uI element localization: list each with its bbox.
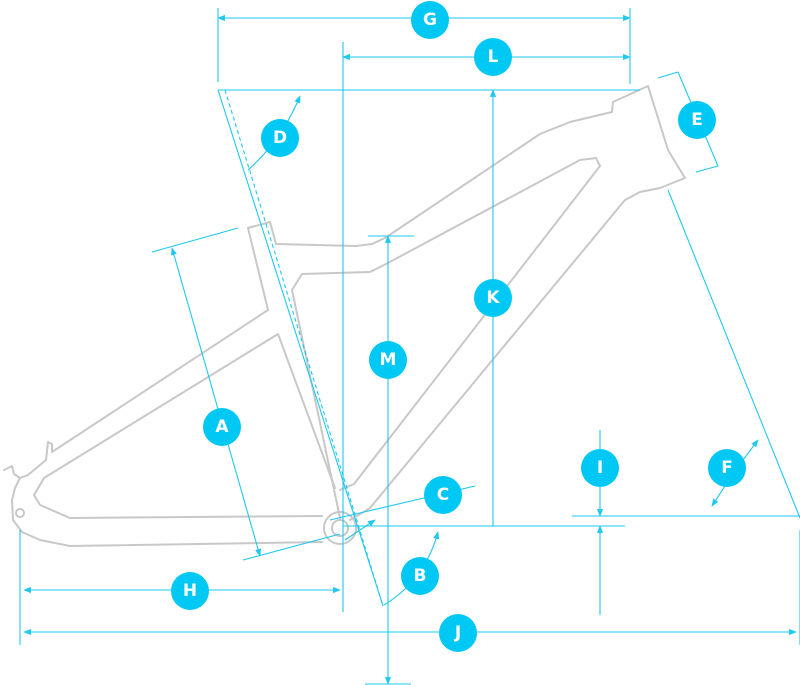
main-frame-outline — [247, 85, 686, 521]
dimension-badges: G L D E K M A I F C B H — [171, 1, 746, 652]
bike-frame — [3, 85, 686, 547]
svg-text:J: J — [454, 623, 461, 643]
dim-arc-C — [344, 519, 376, 541]
badge-M: M — [369, 341, 407, 379]
svg-text:A: A — [215, 417, 229, 437]
seatstay-outline — [19, 309, 336, 496]
svg-text:I: I — [597, 458, 603, 478]
ref-line-E-top — [657, 71, 679, 79]
svg-text:M: M — [380, 350, 397, 370]
badge-A: A — [203, 408, 241, 446]
dim-line-D-axis — [217, 89, 384, 607]
dropout-axle — [15, 508, 25, 518]
badge-J: J — [439, 614, 477, 652]
ref-line-E-bottom — [695, 165, 719, 173]
bottom-bracket-inner — [331, 519, 349, 537]
badge-C: C — [424, 476, 462, 514]
chainstay-outline — [3, 465, 323, 547]
badge-D: D — [261, 119, 299, 157]
badge-I: I — [581, 449, 619, 487]
svg-text:C: C — [437, 485, 449, 505]
dim-line-F-axis — [667, 189, 800, 519]
badge-G: G — [411, 1, 449, 39]
badge-B: B — [401, 557, 439, 595]
svg-text:B: B — [414, 566, 427, 586]
badge-F: F — [708, 449, 746, 487]
svg-text:L: L — [488, 47, 499, 67]
ref-line-A-top — [151, 227, 239, 253]
badge-H: H — [171, 572, 209, 610]
dim-line-A — [170, 247, 262, 557]
svg-text:H: H — [183, 581, 197, 601]
svg-text:K: K — [486, 288, 500, 308]
svg-text:G: G — [423, 10, 437, 30]
svg-text:E: E — [691, 110, 703, 130]
bottom-bracket-outer — [323, 511, 357, 545]
svg-text:D: D — [273, 128, 287, 148]
badge-K: K — [474, 279, 512, 317]
badge-L: L — [474, 38, 512, 76]
svg-text:F: F — [721, 458, 733, 478]
badge-E: E — [678, 101, 716, 139]
seat-axis-dashed — [224, 89, 384, 607]
